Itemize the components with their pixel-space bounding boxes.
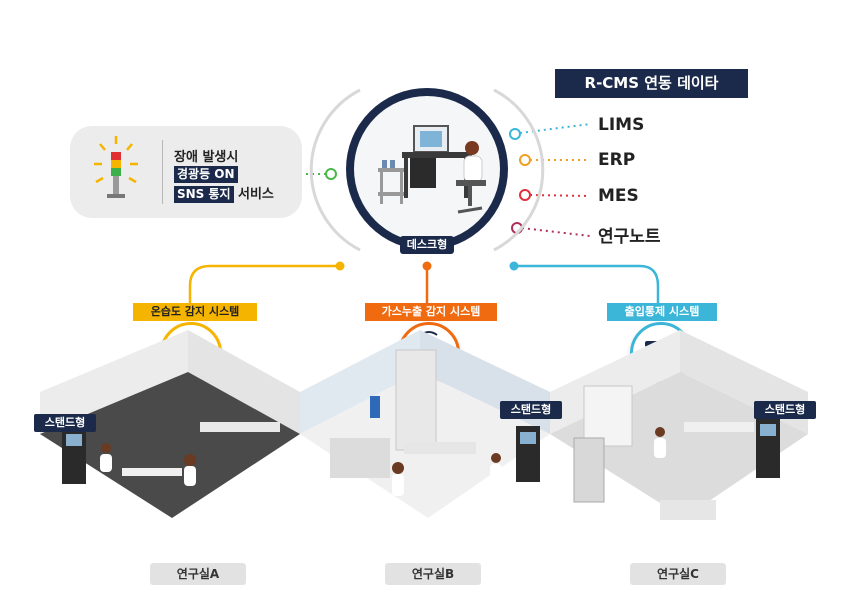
room-a-label: 연구실A [150,563,246,585]
system-tag-temperature: 온습도 감지 시스템 [133,303,257,321]
alarm-line2: 경광등 ON [174,166,238,183]
room-c-door [573,437,605,503]
connector-dot-gas [422,261,432,271]
dot-mes [519,189,531,201]
room-a-floor [40,372,300,518]
system-tag-access: 출입통제 시스템 [607,303,717,321]
integration-item-mes: MES [598,186,639,206]
system-tag-gas: 가스누출 감지 시스템 [365,303,497,321]
connector-dot-temperature [335,261,345,271]
integration-item-research-note: 연구노트 [598,227,661,247]
alarm-line3a: SNS 통지 [174,186,234,203]
dot-alarm [325,168,337,180]
center-label: 데스크형 [400,236,454,254]
center-illustration [354,96,500,242]
integration-title: R-CMS 연동 데이타 [555,69,748,98]
alarm-line1: 장애 발생시 [174,150,239,165]
alarm-panel: 장애 발생시 경광등 ON SNS 통지 서비스 [70,126,302,218]
connector-dot-access [509,261,519,271]
integration-item-erp: ERP [598,150,636,170]
room-c-wall-left [550,330,680,434]
room-b-stand-label: 스탠드형 [500,401,562,419]
alarm-line3b: 서비스 [238,187,274,202]
arc-right [493,88,545,252]
room-a-stand-label: 스탠드형 [34,414,96,432]
arc-left [309,88,361,252]
room-c-stand-label: 스탠드형 [754,401,816,419]
center-ring [346,88,508,250]
alarm-divider [162,140,163,204]
room-a-wall-left [40,330,188,434]
rooms-illustration [40,330,808,520]
dotted-mes [529,194,591,197]
connector-temperature [188,264,340,304]
room-a-wall-right [188,330,300,434]
room-b-wall-left [300,330,420,434]
warning-light-icon [94,136,138,198]
room-c-label: 연구실C [630,563,726,585]
room-b-label: 연구실B [385,563,481,585]
desk-workstation-illustration [378,125,486,214]
integration-item-lims: LIMS [598,115,645,135]
connector-access [514,264,660,304]
dotted-note [521,227,591,237]
dot-lims [509,128,521,140]
dot-erp [519,154,531,166]
